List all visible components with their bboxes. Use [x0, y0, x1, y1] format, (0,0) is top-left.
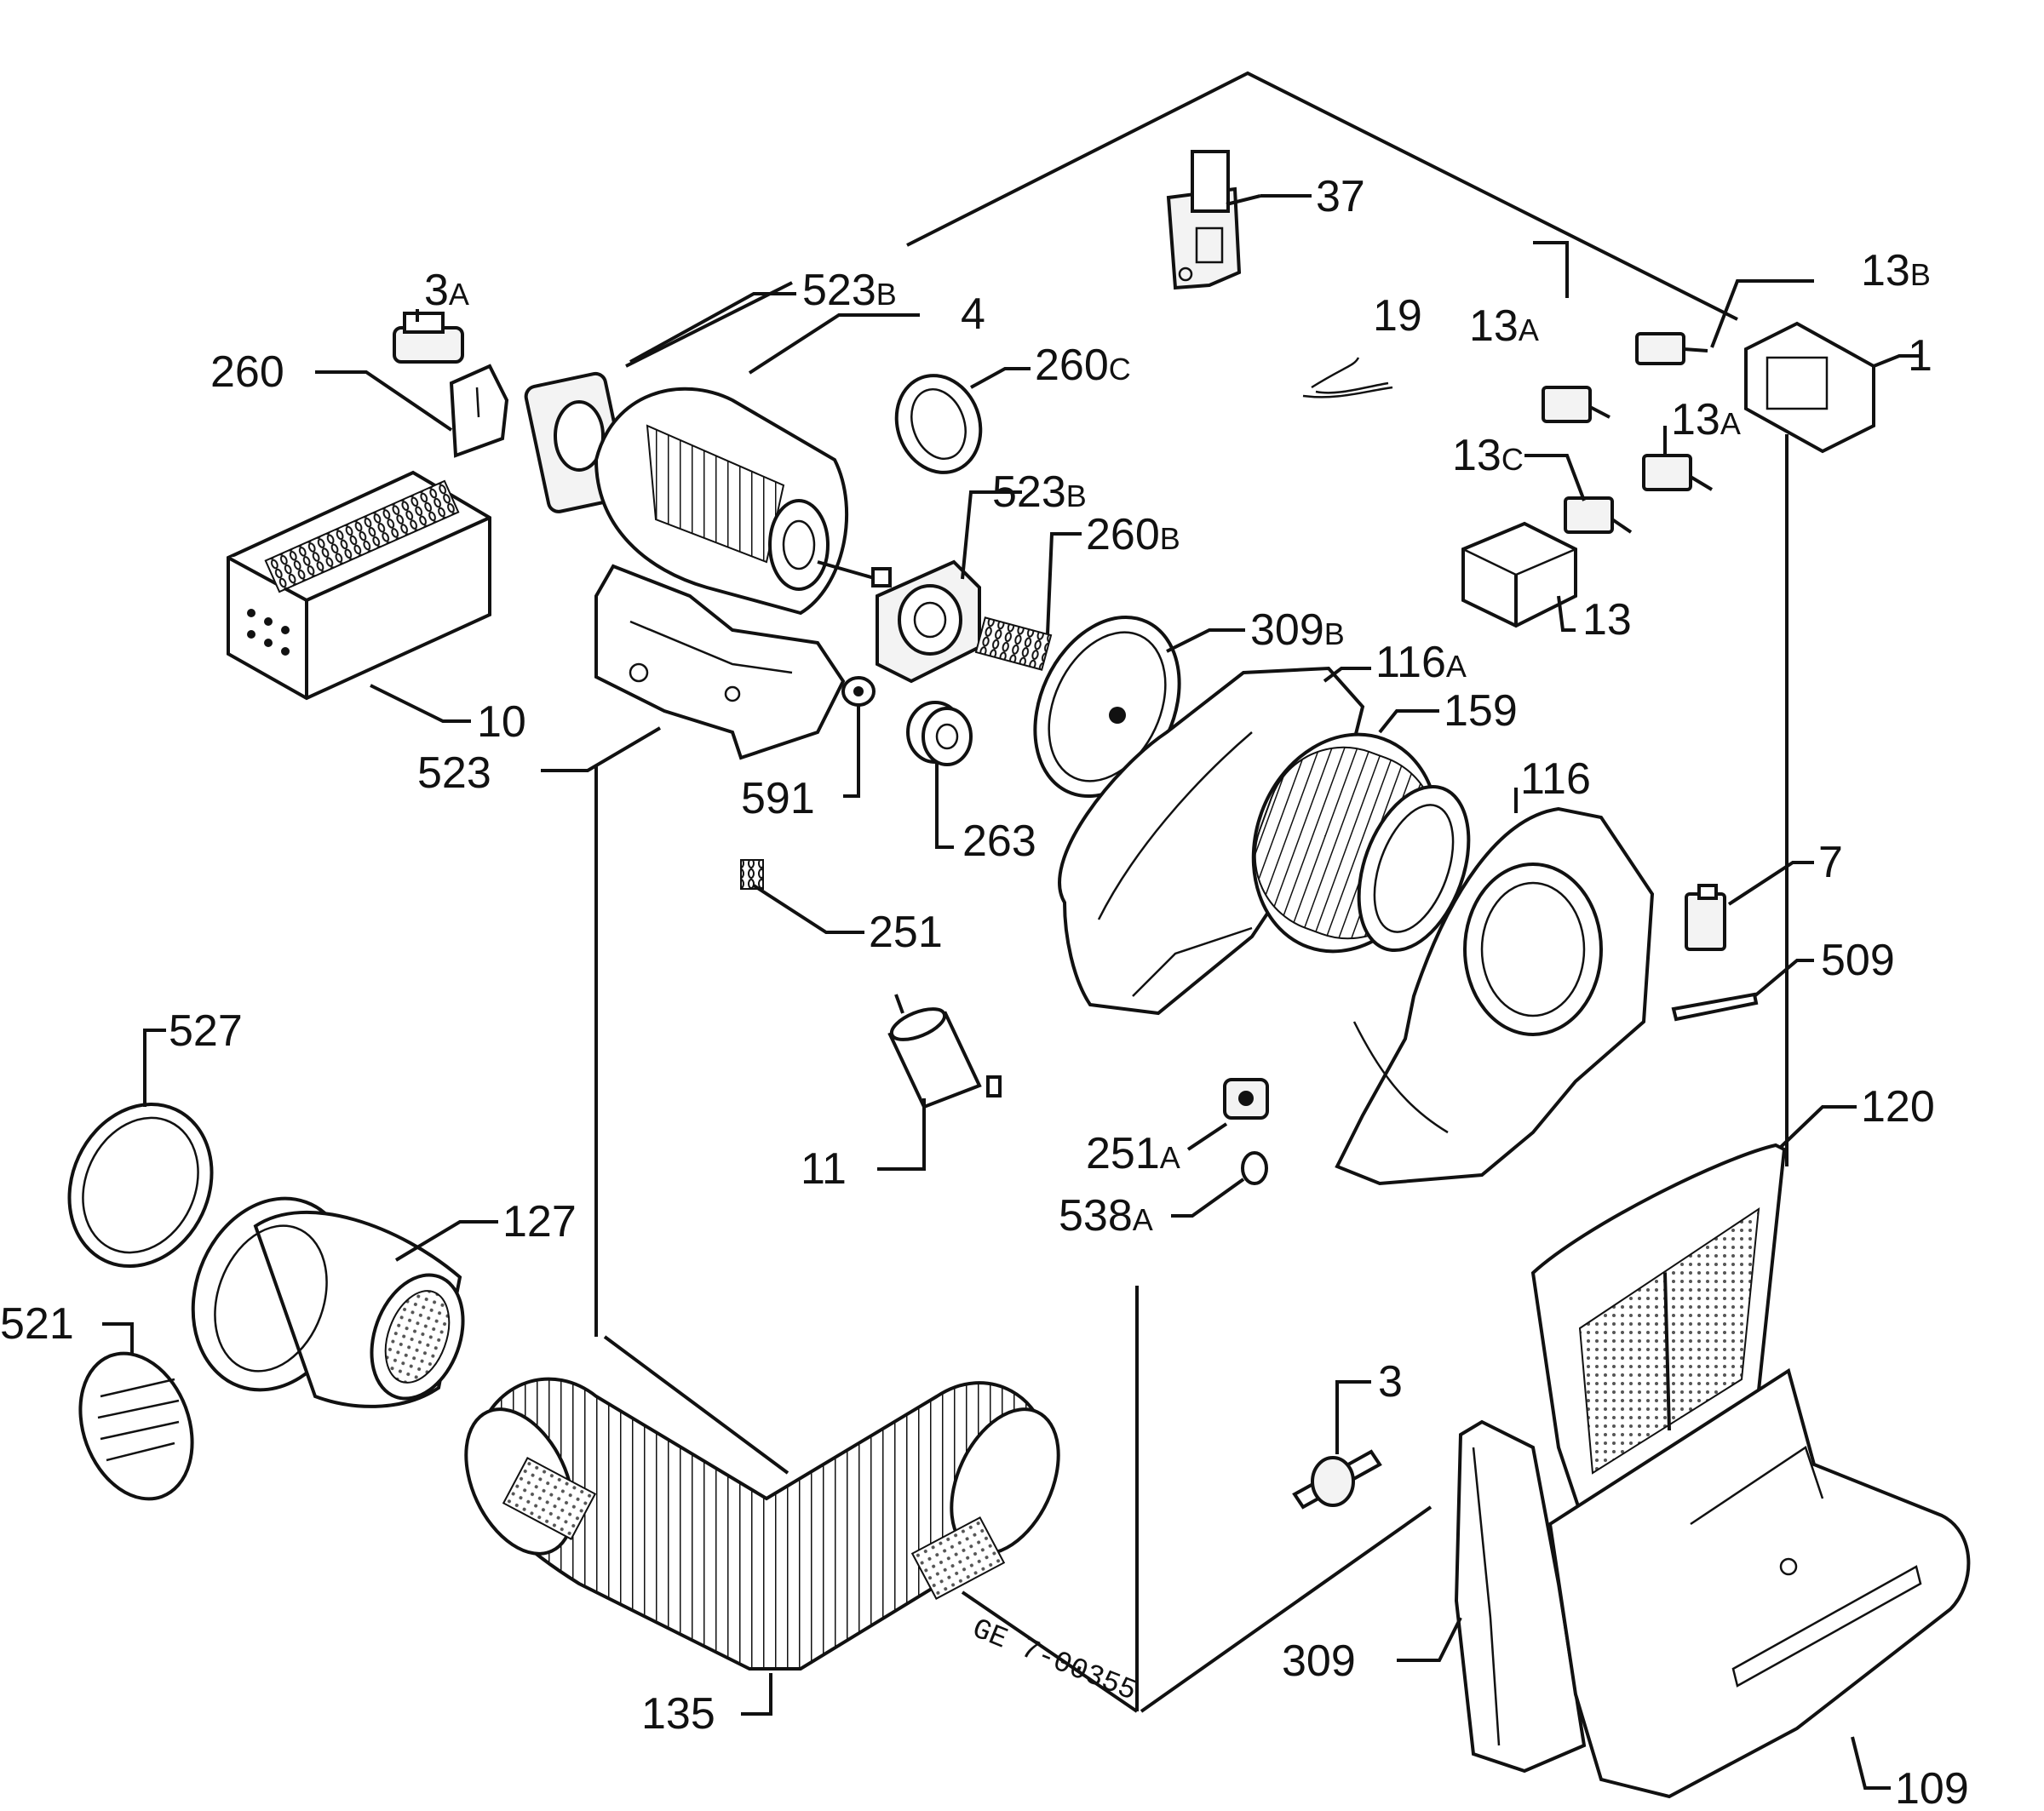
- label-3a: 3A: [424, 266, 469, 315]
- part-509-pin: [1671, 992, 1759, 1022]
- label-13a-right: 13A: [1671, 395, 1741, 444]
- part-527-ring: [67, 1102, 214, 1269]
- label-4: 4: [961, 289, 985, 339]
- part-127-t-connector: [191, 1196, 465, 1408]
- label-116: 116: [1520, 754, 1591, 804]
- leader-lines: [102, 194, 1921, 1790]
- part-4-motor: [524, 371, 892, 616]
- part-19-wire-clip: [1302, 357, 1393, 398]
- label-109: 109: [1895, 1764, 1969, 1811]
- part-13a-switch-right: [1642, 454, 1714, 491]
- part-116a-fan-housing: [1058, 666, 1365, 1016]
- label-260: 260: [210, 347, 284, 397]
- part-260c-belt: [894, 374, 983, 474]
- part-7-component: [1685, 884, 1726, 951]
- part-13b-switch: [1635, 332, 1708, 365]
- label-11: 11: [801, 1144, 847, 1194]
- cabinet-outline: [594, 71, 1788, 1713]
- part-116-fan-housing: [1335, 806, 1655, 1186]
- part-251a-grommet: [1223, 1078, 1269, 1120]
- part-260b-spring: [974, 616, 1053, 671]
- label-19: 19: [1373, 291, 1422, 341]
- part-159-fan-wheel: [1251, 732, 1471, 954]
- part-251-spring: [740, 859, 764, 890]
- part-37-bracket: [1166, 150, 1242, 290]
- part-521-cap: [78, 1351, 194, 1501]
- part-309-duct: [1454, 1419, 1587, 1774]
- part-263-pulley: [906, 701, 973, 766]
- label-523b-top: 523B: [802, 266, 897, 315]
- label-13a-left: 13A: [1469, 301, 1539, 351]
- part-109-duct-cover: [1547, 1367, 1971, 1799]
- part-591-washer: [841, 676, 876, 707]
- part-3-thermostat: [1292, 1449, 1382, 1510]
- label-37: 37: [1316, 172, 1365, 221]
- label-527: 527: [169, 1006, 243, 1056]
- part-13-switch-block: [1461, 521, 1577, 628]
- part-135-elbow-hose: [464, 1377, 1060, 1671]
- label-13: 13: [1582, 595, 1632, 645]
- label-135: 135: [641, 1689, 715, 1739]
- part-1-timer: [1744, 321, 1875, 454]
- label-7: 7: [1818, 838, 1843, 887]
- label-120: 120: [1861, 1082, 1935, 1132]
- label-13b: 13B: [1861, 246, 1931, 295]
- label-116a: 116A: [1375, 638, 1467, 687]
- label-10: 10: [477, 697, 526, 747]
- part-523-motor-mount: [594, 564, 846, 760]
- label-1: 1: [1908, 331, 1932, 381]
- label-13c: 13C: [1452, 431, 1524, 480]
- label-260c: 260C: [1035, 341, 1131, 390]
- part-labels: 37 3A 523B 4 260 260C 19 13A 13B 1 13A 1…: [0, 172, 1969, 1811]
- label-309: 309: [1282, 1636, 1356, 1686]
- label-263: 263: [962, 817, 1036, 866]
- label-127: 127: [502, 1197, 577, 1246]
- part-3a-thermostat: [393, 312, 464, 364]
- label-538a: 538A: [1059, 1191, 1153, 1241]
- label-309b: 309B: [1250, 605, 1345, 655]
- label-521: 521: [0, 1299, 74, 1349]
- label-260b: 260B: [1086, 510, 1180, 559]
- label-251a: 251A: [1086, 1129, 1180, 1178]
- label-251: 251: [869, 908, 943, 957]
- label-523b-mid: 523B: [992, 467, 1087, 517]
- part-538a-sleeve: [1241, 1151, 1268, 1185]
- part-10-heater: [227, 470, 491, 701]
- label-523: 523: [417, 748, 491, 798]
- part-13c-switch: [1564, 496, 1633, 534]
- part-11-capacitor: [887, 994, 1002, 1109]
- part-260-clip: [449, 364, 509, 458]
- label-3: 3: [1378, 1357, 1403, 1407]
- label-591: 591: [741, 774, 815, 823]
- part-13a-switch-left: [1542, 386, 1611, 423]
- label-159: 159: [1444, 686, 1518, 736]
- label-509: 509: [1821, 936, 1895, 985]
- drawing-number: GE 7-00355: [967, 1613, 1140, 1709]
- part-523b-bearing-plate: [876, 559, 981, 684]
